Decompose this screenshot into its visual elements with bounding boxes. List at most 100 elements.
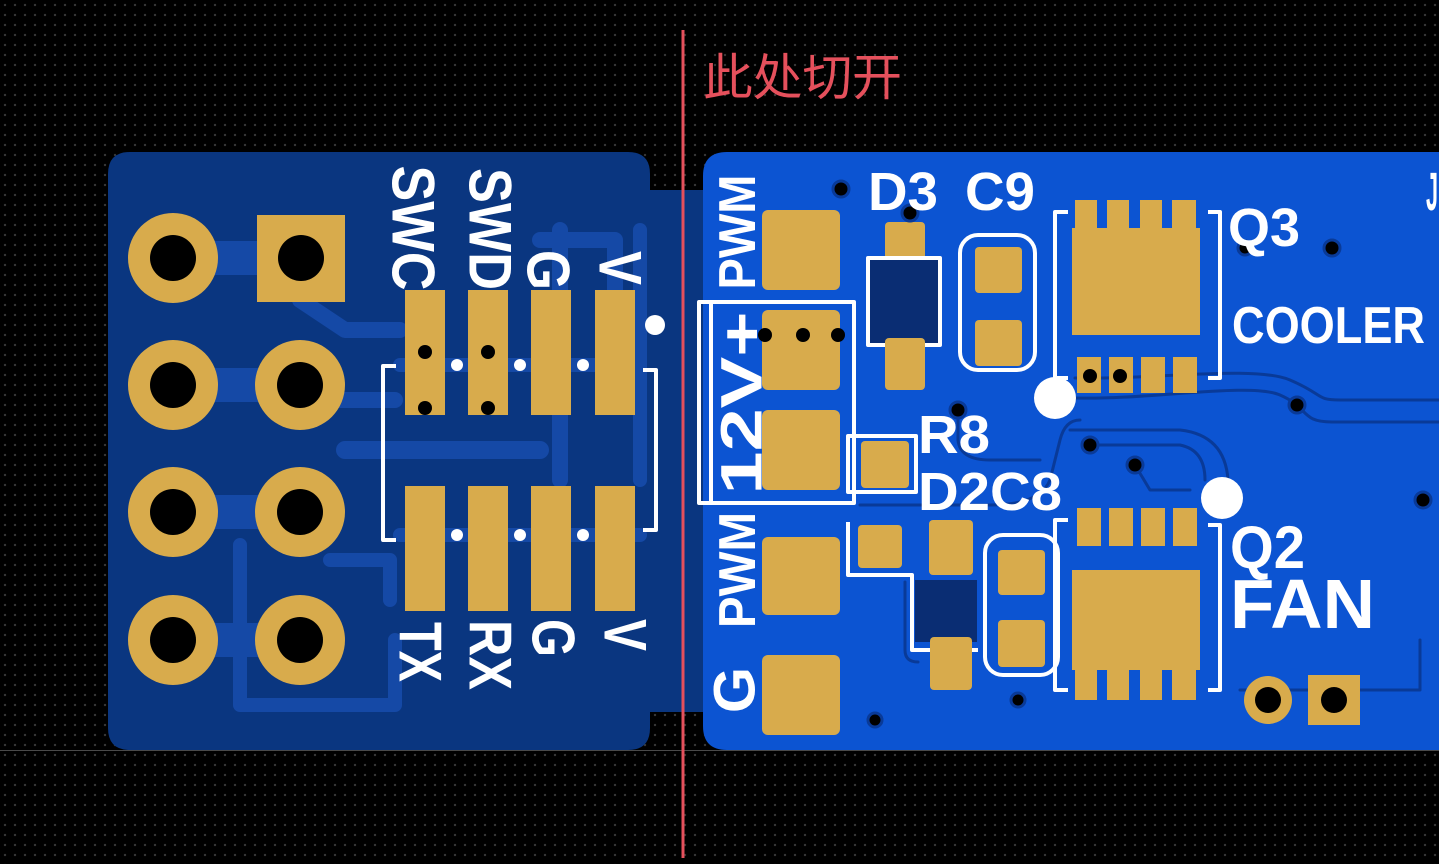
via (796, 328, 810, 342)
trace (1073, 388, 1439, 424)
pad-12v-2 (762, 410, 840, 490)
pin1-marker-q2 (1201, 477, 1243, 519)
d3-body (870, 260, 938, 343)
test-point (577, 359, 589, 371)
refdes-q2: Q2 (1230, 514, 1305, 581)
label-cooler: COOLER (1232, 297, 1425, 355)
silk-12v-box (697, 300, 856, 505)
c9-outline (958, 233, 1037, 372)
d2-body (915, 580, 977, 642)
test-point (451, 359, 463, 371)
via (418, 401, 432, 415)
test-point (577, 529, 589, 541)
q2-pad-finger (1107, 660, 1129, 700)
q2-bracket-left (1053, 518, 1068, 692)
label-ground: G (703, 667, 768, 713)
pad-ground (762, 655, 840, 735)
label-12v: 12V+ (710, 312, 775, 495)
smd-pad-rows (405, 290, 665, 611)
label-swd: SWD (457, 168, 524, 290)
drill-hole (277, 362, 323, 408)
smd-pad (531, 486, 571, 611)
via (831, 179, 851, 199)
via (758, 328, 772, 342)
cut-annotation: 此处切开 (703, 49, 902, 107)
silk-bracket-left (381, 364, 396, 542)
label-v-top: V (587, 251, 654, 285)
drill-hole (150, 362, 196, 408)
smd-pad (595, 290, 635, 415)
component-c8 (983, 533, 1060, 677)
pad-12v (762, 310, 840, 390)
via (1413, 490, 1433, 510)
q3-drain-pad (1072, 228, 1200, 335)
q2-bracket-right (1208, 523, 1222, 692)
c8-pad-2 (998, 620, 1045, 667)
refdes-d2c8: D2C8 (918, 462, 1062, 522)
component-q3 (1053, 200, 1222, 393)
pin-header (128, 213, 345, 685)
label-g-bottom: G (520, 619, 587, 657)
trace (323, 553, 397, 607)
via (1083, 369, 1097, 383)
label-tx: TX (387, 622, 454, 682)
fan-connector (1244, 675, 1360, 725)
smd-pad (531, 290, 571, 415)
via (1322, 238, 1342, 258)
trace (1133, 463, 1192, 492)
via (481, 401, 495, 415)
q3-bracket-right (1208, 210, 1222, 380)
via (1236, 239, 1254, 257)
q2-pin (1109, 508, 1133, 546)
q3-pin (1173, 357, 1197, 393)
refdes-d3: D3 (868, 162, 938, 222)
trace (956, 408, 1042, 462)
trace (858, 418, 1082, 507)
via (1125, 455, 1145, 475)
test-point (451, 529, 463, 541)
label-swc: SWC (380, 166, 447, 291)
smd-pad (595, 486, 635, 611)
via (418, 345, 432, 359)
component-d3 (866, 222, 942, 390)
q3-pad-finger (1172, 200, 1196, 235)
drill-hole (277, 617, 323, 663)
q3-bracket-left (1053, 210, 1068, 380)
pad-pwm-bottom (762, 537, 840, 615)
q2-pin (1141, 508, 1165, 546)
vias (831, 179, 1433, 729)
d2-pad-3 (930, 637, 972, 690)
component-q2 (1053, 508, 1222, 700)
via (481, 345, 495, 359)
component-r8 (846, 434, 918, 494)
refdes-j-partial: J (1426, 162, 1438, 222)
trace (532, 232, 623, 298)
refdes-r8: R8 (918, 405, 990, 465)
right-board: PWM 12V+ PWM G (697, 152, 1439, 750)
r8-pad (861, 441, 909, 488)
trace (292, 292, 408, 338)
via (1113, 369, 1127, 383)
r8-outline (846, 434, 918, 494)
q3-pad-finger (1140, 200, 1162, 235)
trace (1088, 443, 1207, 482)
q3-pad-finger (1075, 200, 1097, 235)
q2-drain-pad (1072, 570, 1200, 670)
drill-hole (1321, 687, 1347, 713)
trace (1073, 371, 1439, 402)
drill-hole (150, 489, 196, 535)
c8-pad-1 (998, 550, 1045, 595)
c9-pad-1 (975, 247, 1022, 293)
via (1009, 691, 1027, 709)
silk-bracket-right (643, 368, 658, 532)
q3-pad-finger (1107, 200, 1129, 235)
refdes-q3: Q3 (1228, 198, 1300, 258)
label-rx: RX (457, 620, 524, 690)
drill-hole (150, 617, 196, 663)
component-c9 (958, 233, 1037, 372)
via (900, 203, 920, 223)
smd-pad (405, 486, 445, 611)
test-point (514, 359, 526, 371)
